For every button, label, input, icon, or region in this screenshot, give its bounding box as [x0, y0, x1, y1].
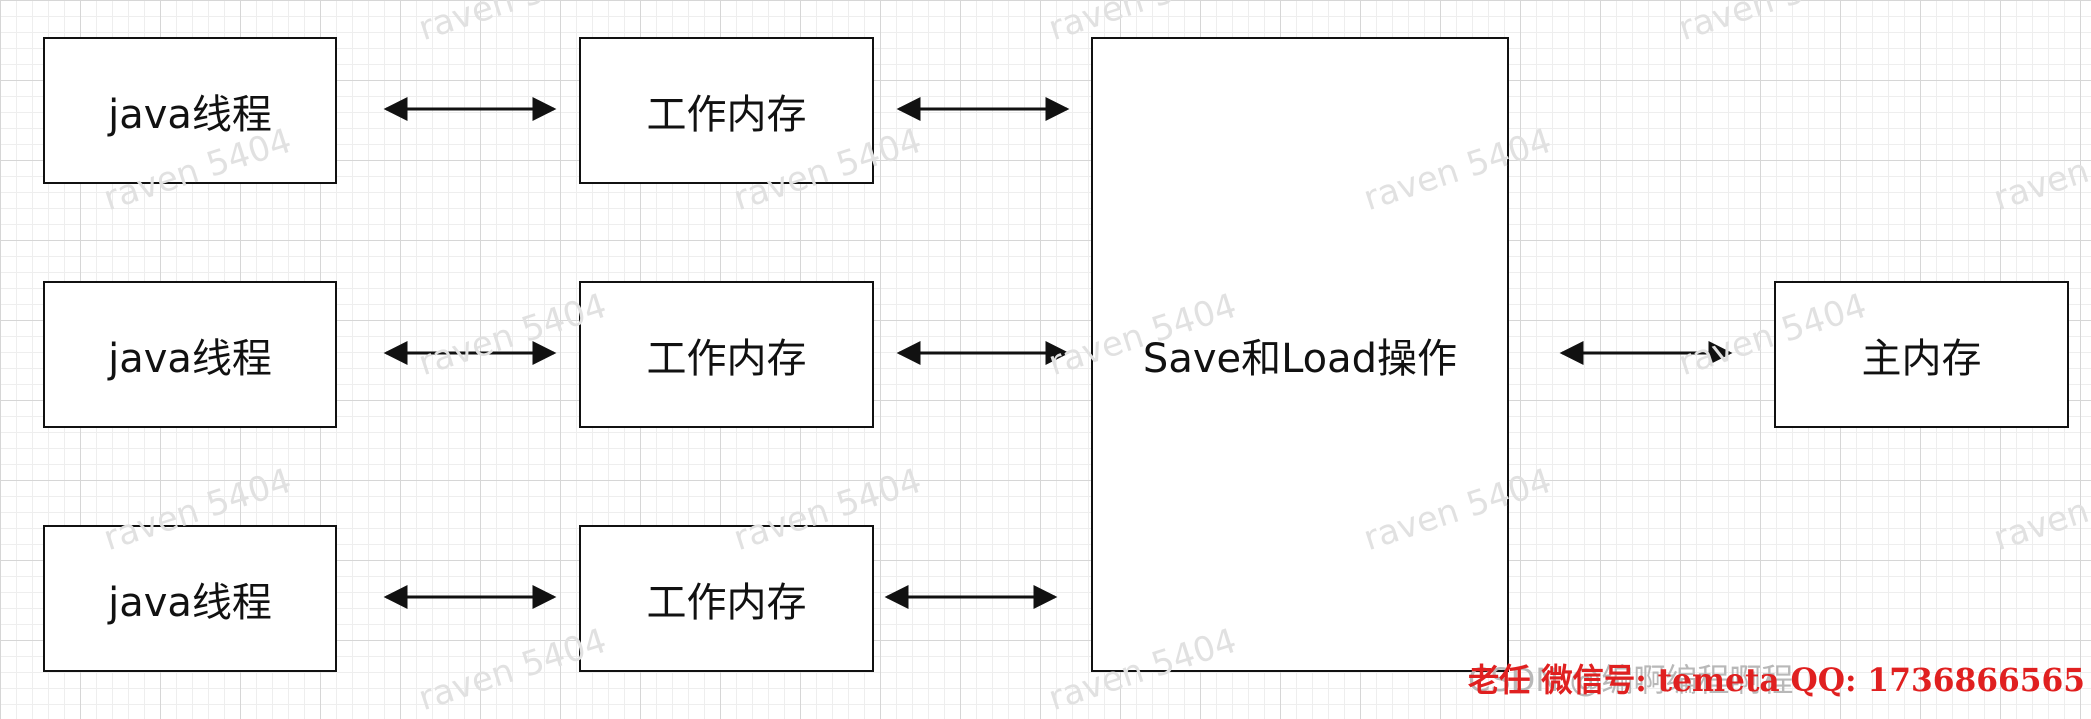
work-memory-box-2[interactable]: 工作内存 [579, 281, 874, 428]
work-memory-box-1[interactable]: 工作内存 [579, 37, 874, 184]
author-credit: 老任 微信号: temeta QQ: 1736866565 [1468, 661, 2085, 699]
java-thread-box-2[interactable]: java线程 [43, 281, 337, 428]
author-credit-line: 老任 微信号: temeta QQ: 1736866565 [1468, 655, 2085, 701]
main-memory-box[interactable]: 主内存 [1774, 281, 2069, 428]
work-memory-box-3[interactable]: 工作内存 [579, 525, 874, 672]
csdn-credit: CSDN @编啊编程啊程 [1468, 661, 1794, 699]
java-thread-box-3[interactable]: java线程 [43, 525, 337, 672]
java-thread-box-1[interactable]: java线程 [43, 37, 337, 184]
save-load-box[interactable]: Save和Load操作 [1091, 37, 1509, 672]
credit-line: CSDN @编啊编程啊程 [1468, 655, 1793, 701]
